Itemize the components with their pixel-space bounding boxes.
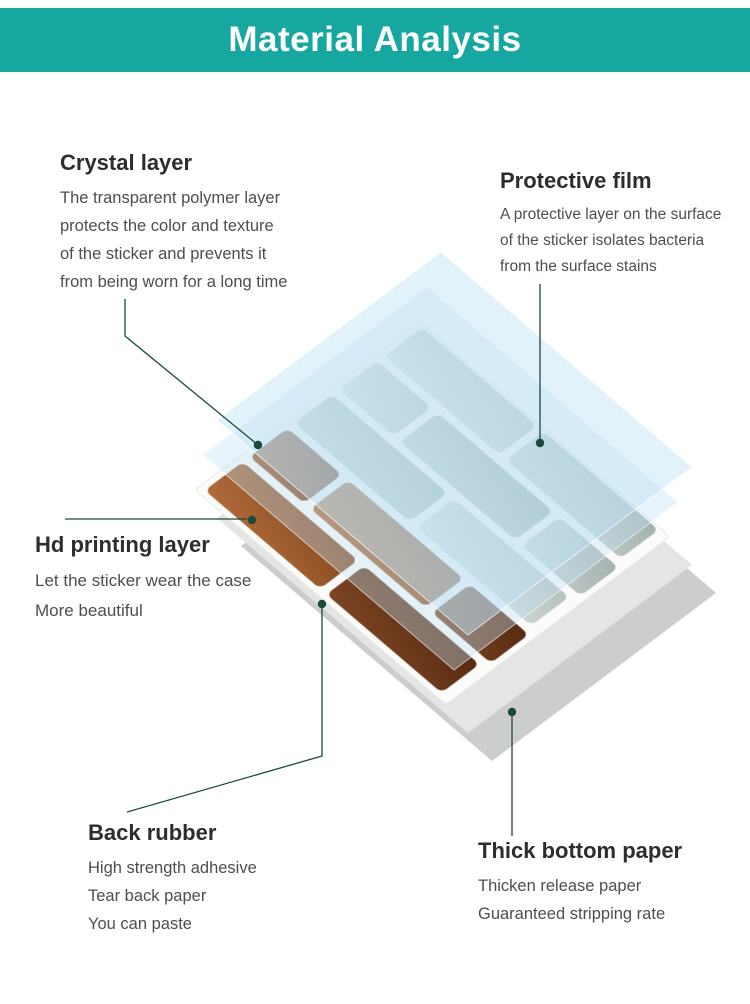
- annotation-back-rubber-line: Tear back paper: [88, 887, 207, 905]
- annotation-crystal-layer-line: from being worn for a long time: [60, 273, 288, 291]
- annotation-hd-printing-layer-line: Let the sticker wear the case: [35, 571, 252, 590]
- anchor-dot-hd-printing-layer: [247, 515, 257, 525]
- annotation-thick-bottom-paper-line: Thicken release paper: [478, 877, 642, 895]
- annotation-protective-film-line: A protective layer on the surface: [500, 206, 722, 223]
- annotation-back-rubber-title: Back rubber: [88, 820, 217, 845]
- anchor-dot-back-rubber: [317, 599, 327, 609]
- connector-back-rubber: [126, 608, 323, 813]
- anchor-dot-crystal-layer: [253, 440, 263, 450]
- page-title: Material Analysis: [228, 20, 522, 59]
- annotation-protective-film-title: Protective film: [500, 168, 652, 193]
- tile-sticker: [196, 323, 669, 704]
- anchor-dots: [247, 438, 545, 717]
- annotation-protective-film: Protective film A protective layer on th…: [500, 168, 721, 280]
- annotation-protective-film-line: of the sticker isolates bacteria: [500, 232, 705, 249]
- header-banner: Material Analysis: [0, 8, 750, 72]
- annotation-crystal-layer-line: The transparent polymer layer: [60, 189, 281, 207]
- brick-pattern: [206, 328, 657, 692]
- annotation-crystal-layer: Crystal layer The transparent polymer la…: [60, 150, 287, 296]
- anchor-dot-protective-film: [535, 438, 545, 448]
- annotation-thick-bottom-paper: Thick bottom paper Thicken release paper…: [478, 838, 682, 928]
- annotation-back-rubber-line: High strength adhesive: [88, 859, 257, 877]
- annotation-thick-bottom-paper-title: Thick bottom paper: [478, 838, 683, 863]
- annotation-back-rubber: Back rubber High strength adhesive Tear …: [88, 820, 257, 938]
- annotation-crystal-layer-title: Crystal layer: [60, 150, 193, 175]
- anchor-dot-thick-bottom-paper: [507, 707, 517, 717]
- annotation-protective-film-line: from the surface stains: [500, 258, 657, 275]
- protective-film-sheet: [216, 251, 693, 636]
- annotation-thick-bottom-paper-line: Guaranteed stripping rate: [478, 905, 666, 923]
- annotation-crystal-layer-line: protects the color and texture: [60, 217, 274, 235]
- annotation-hd-printing-layer-line: More beautiful: [35, 601, 143, 620]
- connector-lines: [65, 284, 541, 836]
- annotation-crystal-layer-line: of the sticker and prevents it: [60, 245, 267, 263]
- annotation-hd-printing-layer: Hd printing layer Let the sticker wear t…: [35, 532, 251, 626]
- connector-crystal-layer: [124, 299, 259, 446]
- annotation-back-rubber-line: You can paste: [88, 915, 192, 933]
- annotation-hd-printing-layer-title: Hd printing layer: [35, 532, 210, 557]
- crystal-film-sheet: [202, 286, 679, 671]
